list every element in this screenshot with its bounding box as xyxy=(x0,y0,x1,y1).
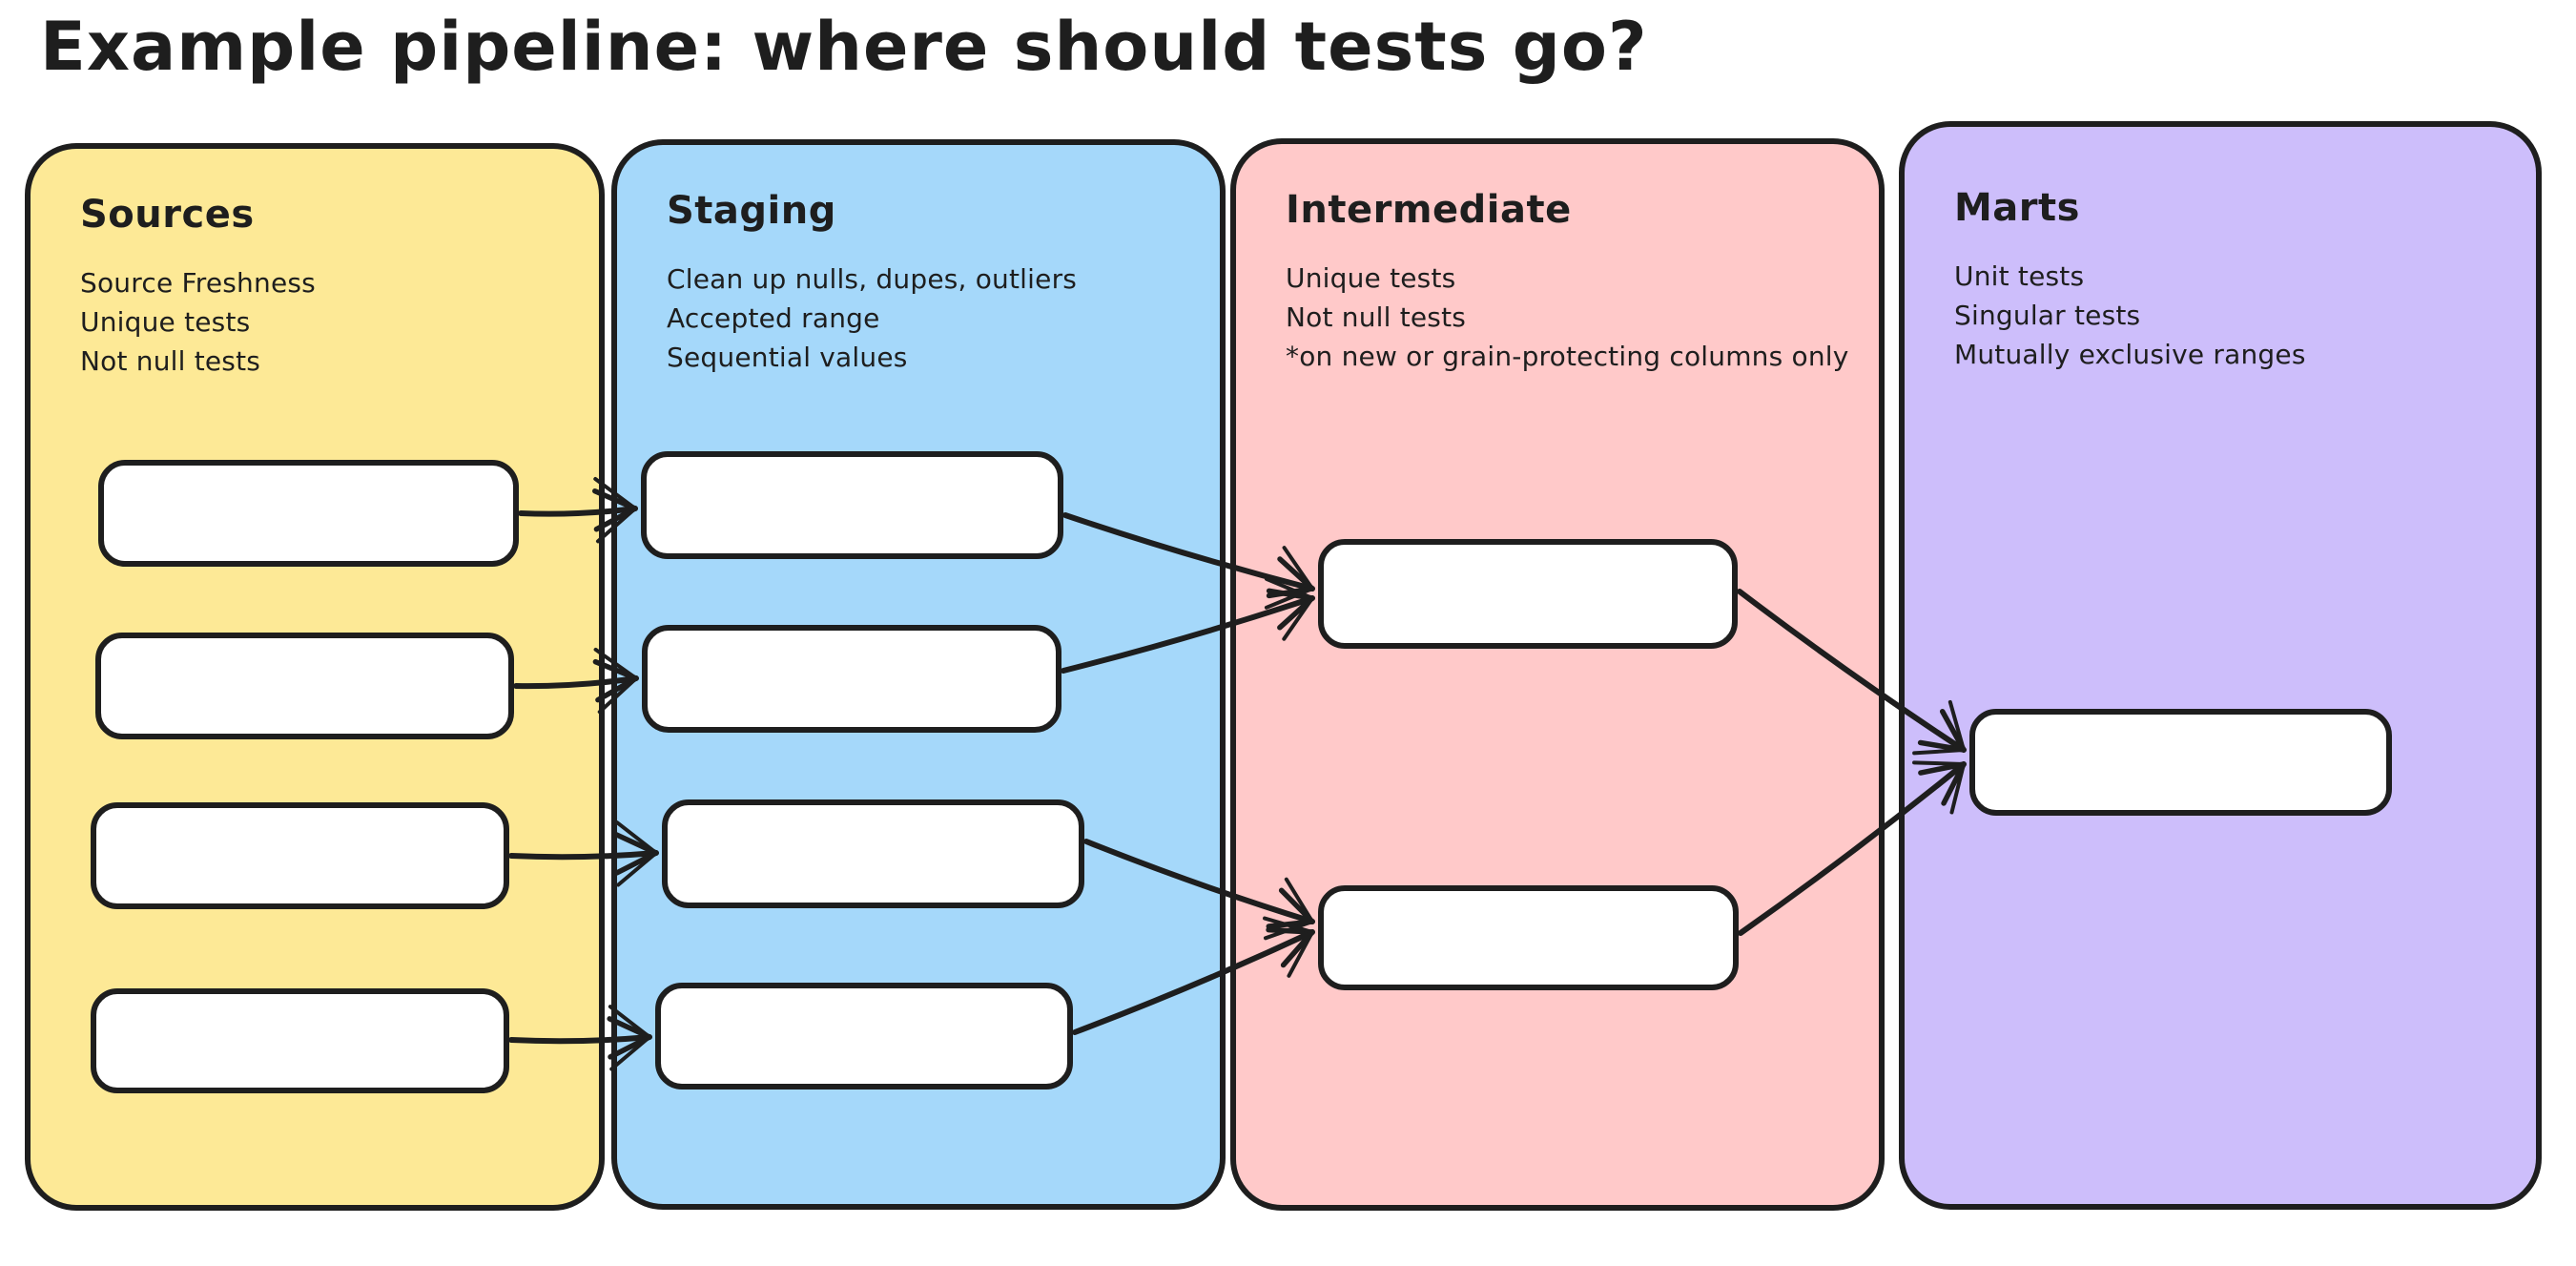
note-line: Sequential values xyxy=(667,342,908,373)
lane-marts-notes: Unit tests Singular tests Mutually exclu… xyxy=(1954,257,2507,374)
note-line: Not null tests xyxy=(80,345,261,377)
sources-box-4 xyxy=(91,988,509,1093)
lane-staging-notes: Clean up nulls, dupes, outliers Accepted… xyxy=(667,259,1191,377)
intermediate-box-1 xyxy=(1318,539,1738,649)
note-line: Mutually exclusive ranges xyxy=(1954,339,2306,370)
staging-box-4 xyxy=(655,983,1073,1090)
lane-intermediate-header: Intermediate xyxy=(1286,188,1572,232)
note-line: Clean up nulls, dupes, outliers xyxy=(667,263,1078,295)
note-line: Source Freshness xyxy=(80,267,316,299)
note-line: Singular tests xyxy=(1954,300,2141,331)
diagram-title: Example pipeline: where should tests go? xyxy=(40,8,1648,86)
lane-marts: Marts Unit tests Singular tests Mutually… xyxy=(1899,121,2542,1210)
marts-box-1 xyxy=(1969,709,2392,816)
staging-box-1 xyxy=(641,451,1063,559)
staging-box-2 xyxy=(642,625,1061,733)
sources-box-3 xyxy=(91,802,509,909)
note-line: Not null tests xyxy=(1286,301,1467,333)
sources-box-2 xyxy=(95,633,514,739)
lane-sources-header: Sources xyxy=(80,193,255,237)
note-line: Unique tests xyxy=(80,306,251,338)
lane-staging-header: Staging xyxy=(667,189,836,233)
intermediate-box-2 xyxy=(1318,885,1739,990)
lane-intermediate-notes: Unique tests Not null tests *on new or g… xyxy=(1286,259,1850,376)
note-line: *on new or grain-protecting columns only xyxy=(1286,341,1849,372)
lane-sources-notes: Source Freshness Unique tests Not null t… xyxy=(80,263,570,381)
note-line: Unit tests xyxy=(1954,260,2085,292)
lane-intermediate: Intermediate Unique tests Not null tests… xyxy=(1230,138,1885,1211)
sources-box-1 xyxy=(98,460,519,567)
note-line: Accepted range xyxy=(667,302,880,334)
staging-box-3 xyxy=(662,799,1084,908)
note-line: Unique tests xyxy=(1286,262,1456,294)
lane-marts-header: Marts xyxy=(1954,186,2080,230)
